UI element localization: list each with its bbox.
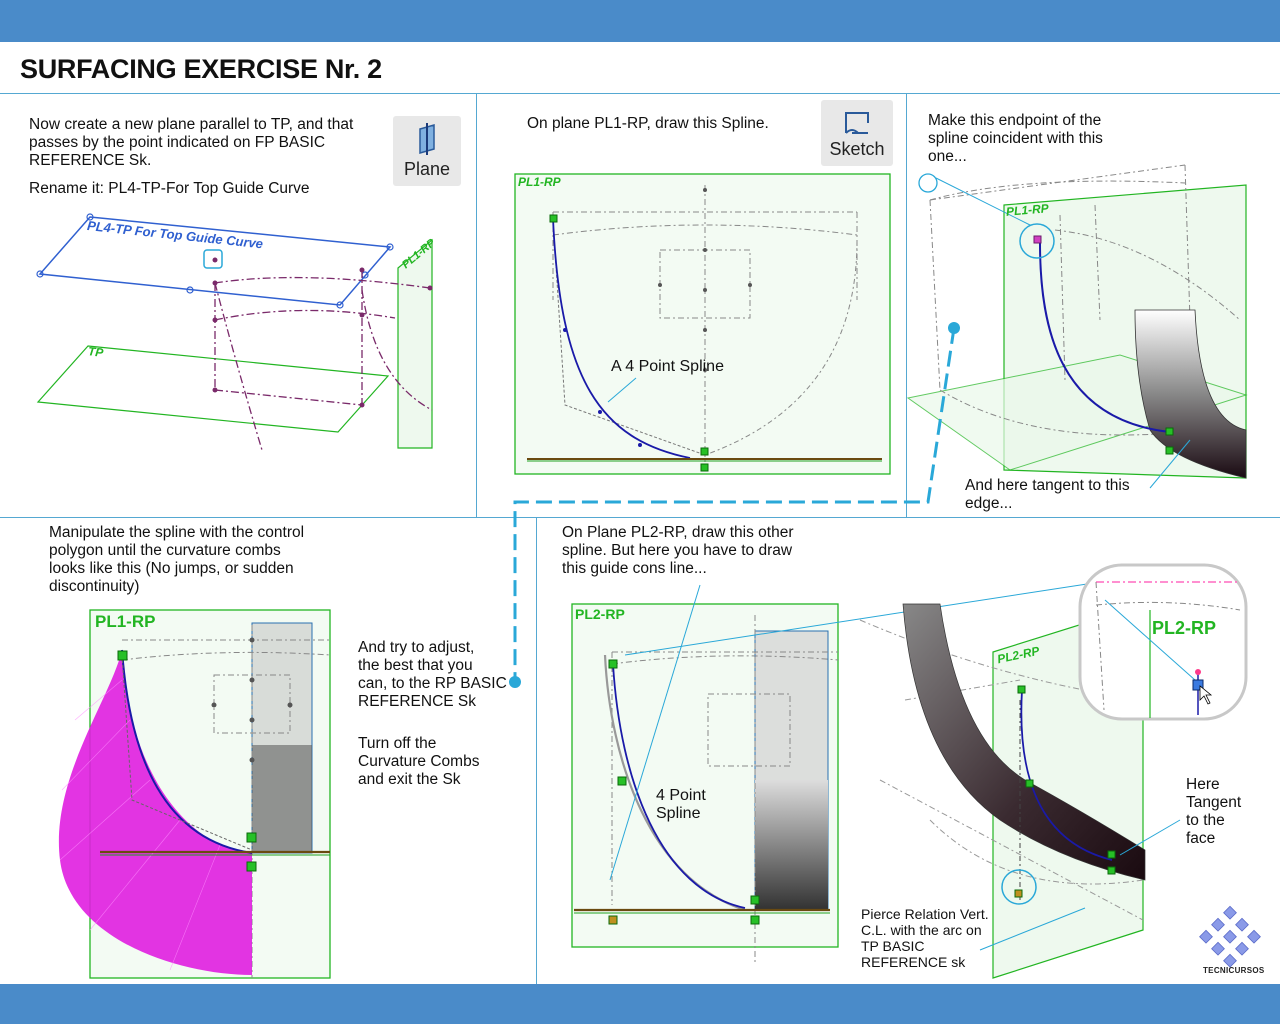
divider-horizontal-top (0, 93, 1280, 94)
logo-text: TECNICURSOS (1203, 966, 1265, 975)
panel5-zoom-tag: PL2-RP (1152, 618, 1217, 638)
panel1-tp-label: TP (87, 344, 105, 360)
panel4-plane-tag: PL1-RP (95, 612, 156, 631)
panel5-callout: 4 Point Spline (656, 787, 706, 822)
panel1-plane-name: PL4-TP For Top Guide Curve (86, 218, 264, 252)
plane-tool-button[interactable]: Plane (393, 116, 461, 186)
page-title: SURFACING EXERCISE Nr. 2 (20, 54, 382, 84)
plane-icon (419, 123, 435, 155)
panel4-side-note-2: Turn off the Curvature Combs and exit th… (358, 735, 480, 788)
panel2-callout: A 4 Point Spline (611, 358, 724, 375)
panel1-instruction: Now create a new plane parallel to TP, a… (29, 116, 354, 169)
panel4-side-note-1: And try to adjust, the best that you can… (358, 639, 507, 710)
panel3-callout-bottom: And here tangent to this edge... (965, 477, 1130, 512)
panel3-instruction: Make this endpoint of the spline coincid… (928, 112, 1103, 165)
divider-vertical-2 (906, 93, 907, 517)
panel5-plane-tag: PL2-RP (575, 606, 625, 622)
sketch-icon (845, 112, 869, 134)
panel2-plane-tag: PL1-RP (518, 175, 561, 189)
divider-vertical-3 (536, 517, 537, 984)
panel1-side-label: PL1-RP (400, 236, 438, 272)
divider-horizontal-mid (0, 517, 1280, 518)
sketch-tool-button[interactable]: Sketch (821, 100, 893, 166)
bottom-band (0, 984, 1280, 1024)
plane-tool-label: Plane (403, 159, 451, 179)
panel5-pierce-note: Pierce Relation Vert. C.L. with the arc … (861, 906, 989, 970)
panel5-tangent-note: Here Tangent to the face (1186, 776, 1242, 847)
panel5-instruction: On Plane PL2-RP, draw this other spline.… (562, 524, 794, 577)
divider-vertical-1 (476, 93, 477, 517)
panel5-plane-tag-right: PL2-RP (996, 643, 1041, 667)
panel4-instruction: Manipulate the spline with the control p… (49, 524, 305, 595)
panel2-instruction: On plane PL1-RP, draw this Spline. (527, 115, 769, 132)
panel3-plane-tag: PL1-RP (1005, 201, 1050, 219)
top-band (0, 0, 1280, 42)
panel1-rename: Rename it: PL4-TP-For Top Guide Curve (29, 180, 310, 197)
sketch-tool-label: Sketch (829, 139, 885, 159)
